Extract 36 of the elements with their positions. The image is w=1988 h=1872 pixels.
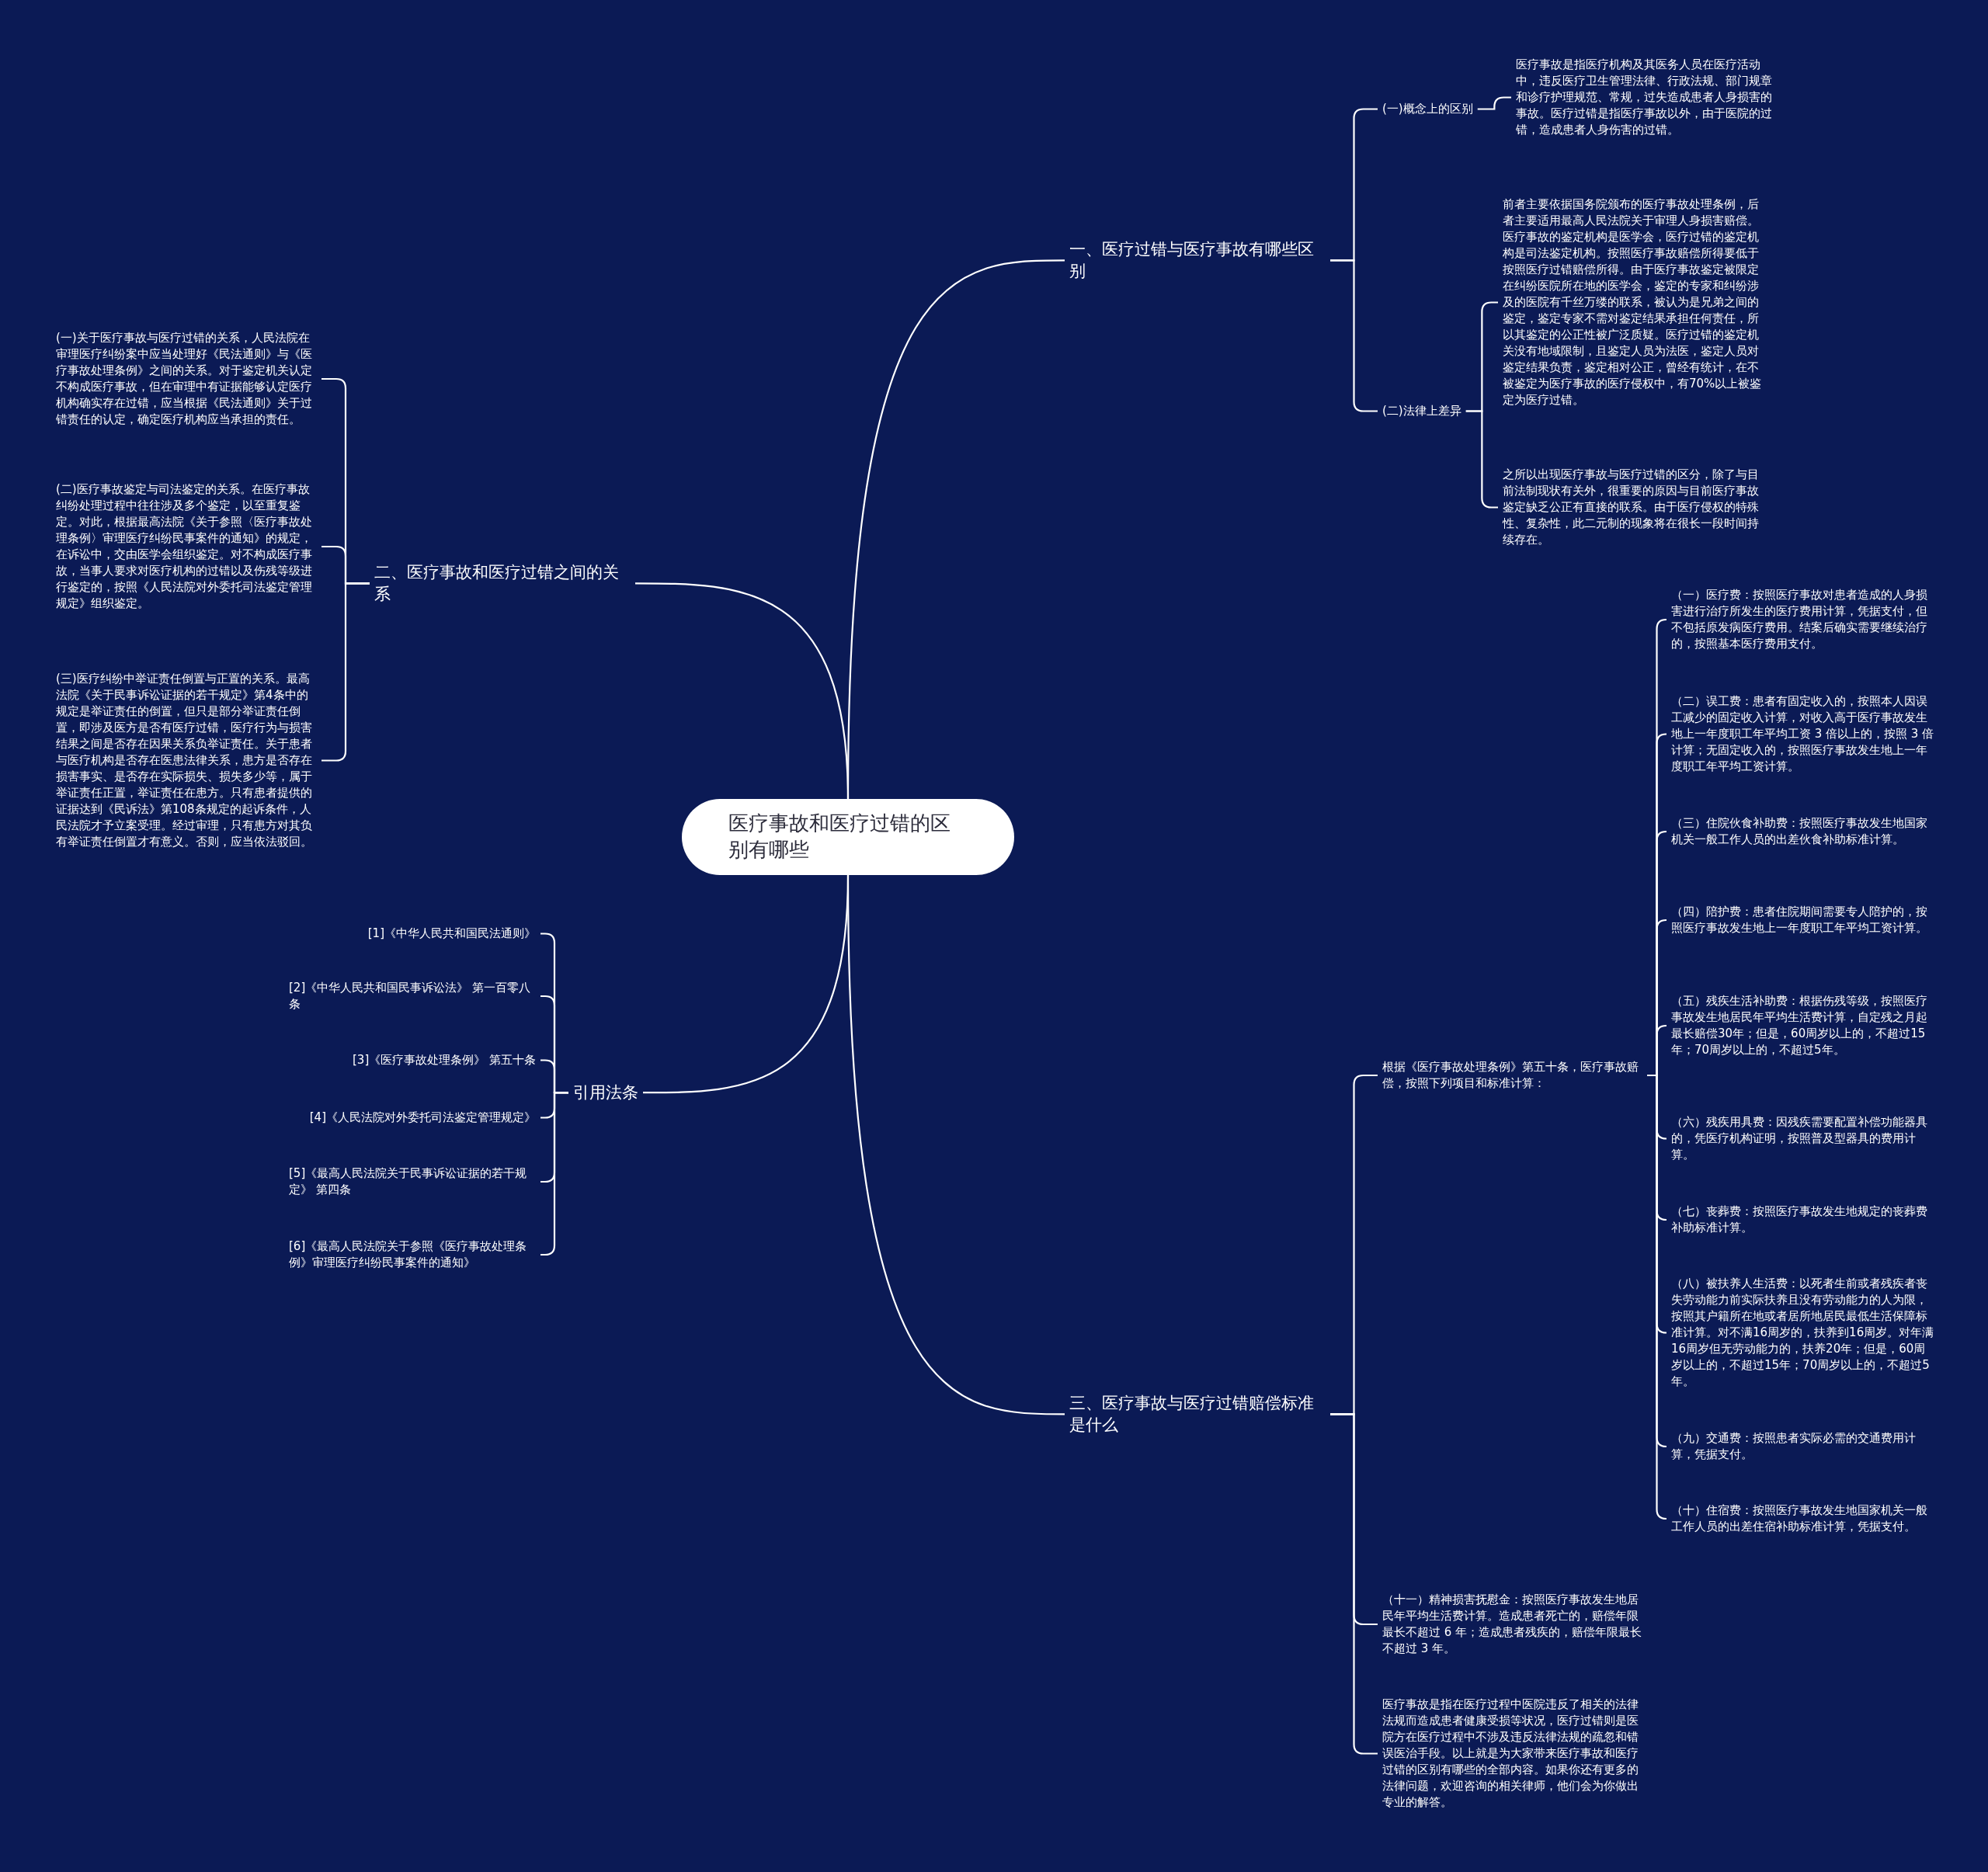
detail-text: [5]《最高人民法院关于民事诉讼证据的若干规定》 第四条 (289, 1165, 536, 1198)
connector-line (635, 582, 850, 800)
detail-text: （二）误工费：患者有固定收入的，按照本人因误工减少的固定收入计算，对收入高于医疗事故发生地上一年度职工年平均工资 3 倍以上的，按照 3 倍计算；无固定收入的，按照医疗事故发生地上一年度职工年平均工资计算。 (1671, 693, 1935, 775)
detail-text: （九）交通费：按照患者实际必需的交通费用计算，凭据支付。 (1671, 1430, 1935, 1463)
subtopic-text: (二)法律上差异 (1382, 403, 1461, 419)
detail-text: （一）医疗费：按照医疗事故对患者造成的人身损害进行治疗所发生的医疗费用计算，凭据支付，但不包括原发病医疗费用。结案后确实需要继续治疗的，按照基本医疗费用支付。 (1671, 587, 1935, 652)
detail-text: （七）丧葬费：按照医疗事故发生地规定的丧葬费补助标准计算。 (1671, 1203, 1935, 1236)
detail-text: （三）住院伙食补助费：按照医疗事故发生地国家机关一般工作人员的出差伙食补助标准计算。 (1671, 815, 1935, 848)
detail-text: [1]《中华人民共和国民法通则》 (367, 926, 536, 942)
detail-text: （六）残疾用具费：因残疾需要配置补偿功能器具的，凭医疗机构证明，按照普及型器具的费用计算。 (1671, 1114, 1935, 1163)
subtopic-text: (一)概念上的区别 (1382, 101, 1473, 117)
connector-line (1477, 96, 1511, 110)
detail-text: 之所以出现医疗事故与医疗过错的区分，除了与目前法制现状有关外，很重要的原因与目前医疗事故鉴定缺乏公正有直接的联系。由于医疗侵权的特殊性、复杂性，此二元制的现象将在很长一段时间持续存在。 (1503, 467, 1767, 548)
detail-text: 医疗事故是指医疗机构及其医务人员在医疗活动中，违反医疗卫生管理法律、行政法规、部门规章和诊疗护理规范、常规，过失造成患者人身损害的事故。医疗过错是指医疗事故以外，由于医院的过错，造成患者人身伤害的过错。 (1516, 57, 1780, 138)
detail-text: [2]《中华人民共和国民事诉讼法》 第一百零八条 (289, 980, 536, 1012)
detail-text: 医疗事故是指在医疗过程中医院违反了相关的法律法规而造成患者健康受损等状况，医疗过错则是医院方在医疗过程中不涉及违反法律法规的疏忽和错误医治手段。以上就是为大家带来医疗事故和医疗过错的区别有哪些的全部内容。如果你还有更多的法律问题，欢迎咨询的相关律师，他们会为你做出专业的解答。 (1382, 1697, 1646, 1811)
connector-line (1647, 1074, 1667, 1520)
detail-text: （十一）精神损害抚慰金：按照医疗事故发生地居民年平均生活费计算。造成患者死亡的，赔偿年限最长不超过 6 年；造成患者残疾的，赔偿年限最长不超过 3 年。 (1382, 1592, 1646, 1657)
detail-text: 前者主要依据国务院颁布的医疗事故处理条例，后者主要适用最高人民法院关于审理人身损害赔偿。医疗事故的鉴定机构是医学会，医疗过错的鉴定机构是司法鉴定机构。按照医疗事故赔偿所得要低于按照医疗过错赔偿所得。由于医疗事故鉴定被限定在纠纷医院所在地的医学会，鉴定的专家和纠纷涉及的医院有千丝万缕的联系，被认为是兄弟之间的鉴定，鉴定专家不需对鉴定结果承担任何责任，所以其鉴定的公正性被广泛质疑。医疗过错的鉴定机关没有地域限制，且鉴定人员为法医，鉴定人员对鉴定结果负责，鉴定相对公正，曾经有统计，在不被鉴定为医疗事故的医疗侵权中，有70%以上被鉴定为医疗过错。 (1503, 196, 1767, 408)
branch-topic: 三、医疗事故与医疗过错赔偿标准是什么 (1069, 1392, 1326, 1436)
detail-text: （五）残疾生活补助费：根据伤残等级，按照医疗事故发生地居民年平均生活费计算，自定残之月起最长赔偿30年；但是，60周岁以上的，不超过15年；70周岁以上的，不超过5年。 (1671, 993, 1935, 1058)
detail-text: （四）陪护费：患者住院期间需要专人陪护的，按照医疗事故发生地上一年度职工年平均工资计算。 (1671, 904, 1935, 936)
branch-topic: 引用法条 (573, 1082, 638, 1104)
detail-text: [3]《医疗事故处理条例》 第五十条 (353, 1052, 536, 1068)
detail-text: (二)医疗事故鉴定与司法鉴定的关系。在医疗事故纠纷处理过程中往往涉及多个鉴定，以至重复鉴定。对此，根据最高法院《关于参照〈医疗事故处理条例〉审理医疗纠纷民事案件的通知》的规定，在诉讼中，交由医学会组织鉴定。对不构成医疗事故，当事人要求对医疗机构的过错以及伤残等级进行鉴定的，按照《人民法院对外委托司法鉴定管理规定》组织鉴定。 (56, 481, 317, 612)
detail-text: (三)医疗纠纷中举证责任倒置与正置的关系。最高法院《关于民事诉讼证据的若干规定》第4条中的规定是举证责任的倒置，但只是部分举证责任倒置，即涉及医方是否有医疗过错，医疗行为与损害结果之间是否存在因果关系负举证责任。关于患者与医疗机构是否存在医患法律关系，患方是否存在损害事实、是否存在实际损失、损失多少等，属于举证责任正置，举证责任在患方。只有患者提供的证据达到《民诉法》第108条规定的起诉条件，人民法院才予立案受理。经过审理，只有患方对其负有举证责任倒置才有意义。否则，应当依法驳回。 (56, 671, 317, 850)
detail-text: [4]《人民法院对外委托司法鉴定管理规定》 (309, 1110, 536, 1126)
detail-text: 根据《医疗事故处理条例》第五十条，医疗事故赔偿，按照下列项目和标准计算： (1382, 1059, 1642, 1092)
detail-text: (一)关于医疗事故与医疗过错的关系，人民法院在审理医疗纠纷案中应当处理好《民法通则》与《医疗事故处理条例》之间的关系。对于鉴定机关认定不构成医疗事故，但在审理中有证据能够认定医疗机构确实存在过错，应当根据《民法通则》关于过错责任的认定，确定医疗机构应当承担的责任。 (56, 330, 317, 428)
detail-text: （八）被扶养人生活费：以死者生前或者残疾者丧失劳动能力前实际扶养且没有劳动能力的人为限，按照其户籍所在地或者居所地居民最低生活保障标准计算。对不满16周岁的，扶养到16周岁。对年满16周岁但无劳动能力的，扶养20年；但是，60周岁以上的，不超过15年；70周岁以上的，不超过5年。 (1671, 1276, 1935, 1390)
detail-text: （十）住宿费：按照医疗事故发生地国家机关一般工作人员的出差住宿补助标准计算，凭据支付。 (1671, 1502, 1935, 1535)
branch-topic: 一、医疗过错与医疗事故有哪些区别 (1069, 238, 1326, 283)
central-topic: 医疗事故和医疗过错的区别有哪些 (682, 799, 1014, 875)
detail-text: [6]《最高人民法院关于参照《医疗事故处理条例》审理医疗纠纷民事案件的通知》 (289, 1238, 536, 1271)
branch-topic: 二、医疗事故和医疗过错之间的关系 (374, 561, 631, 606)
connector-line (643, 874, 850, 1094)
